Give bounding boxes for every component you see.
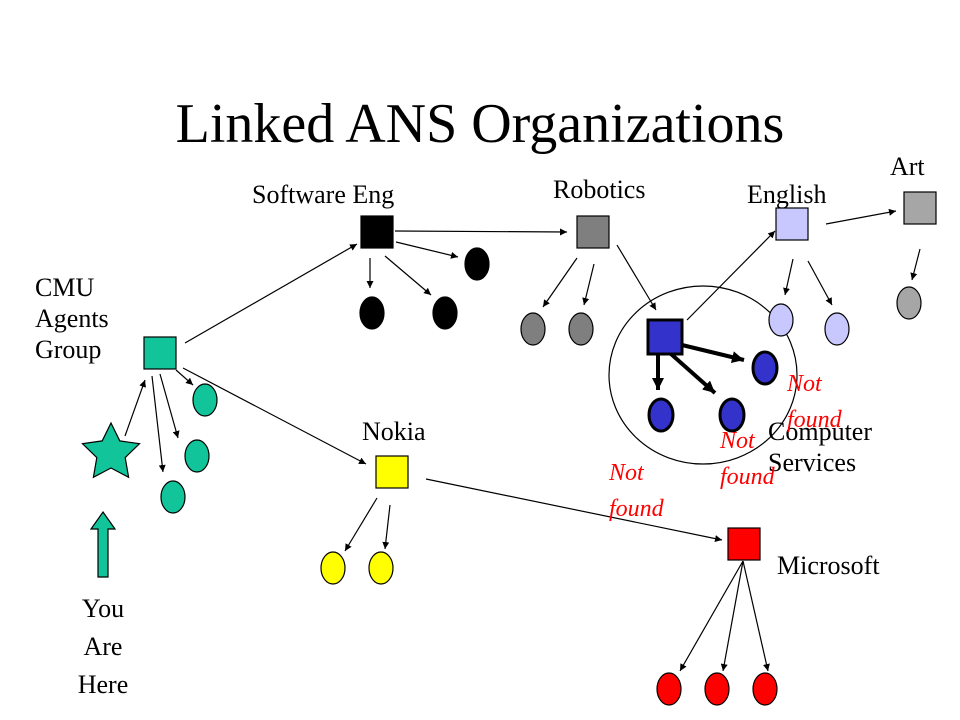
art-member xyxy=(896,286,922,320)
nokia-node xyxy=(375,455,409,489)
arrow-cmu-to-software-eng xyxy=(184,243,358,344)
page-title: Linked ANS Organizations xyxy=(175,93,785,155)
not-found-note: Not found xyxy=(609,455,664,527)
microsoft-member xyxy=(752,672,778,706)
cmu-member xyxy=(192,383,218,417)
arrow-computer-services-to-english xyxy=(686,230,776,321)
cmu-label-line: Group xyxy=(35,335,102,365)
computer-services-label-line: Computer xyxy=(768,417,872,446)
arrow-english-member-1 xyxy=(783,258,794,296)
cmu-member xyxy=(160,480,186,514)
org-nodes xyxy=(143,191,937,561)
not-found-line: Not xyxy=(787,371,822,397)
microsoft-member xyxy=(704,672,730,706)
member-nodes xyxy=(160,247,922,706)
art-node xyxy=(903,191,937,225)
art-label: Art xyxy=(890,152,925,181)
nokia-member xyxy=(368,551,394,585)
robotics-label: Robotics xyxy=(553,175,646,204)
software-eng-node xyxy=(360,215,394,249)
computer-services-ring xyxy=(608,285,798,465)
arrow-microsoft-member-3 xyxy=(742,560,770,672)
arrow-nokia-to-microsoft xyxy=(425,478,723,543)
not-found-note: Not found xyxy=(787,366,842,438)
arrow-cmu-to-nokia xyxy=(182,367,367,465)
you-are-here-line: Here xyxy=(77,670,129,699)
robotics-node xyxy=(576,215,610,249)
arrow-cmu-member-2 xyxy=(159,373,180,439)
arrow-art-member-1 xyxy=(910,248,921,281)
arrow-microsoft-member-2 xyxy=(720,560,744,672)
arrow-robotics-member-1 xyxy=(542,257,578,308)
arrow-robotics-member-2 xyxy=(582,263,595,306)
arrow-software-eng-to-robotics xyxy=(394,228,568,236)
not-found-line: found xyxy=(720,464,775,490)
arrow-nokia-member-2 xyxy=(382,504,391,550)
cmu-node xyxy=(143,336,177,370)
microsoft-member xyxy=(656,672,682,706)
arrow-robotics-to-computer-services xyxy=(616,244,657,311)
nokia-member xyxy=(320,551,346,585)
software-eng-member xyxy=(464,247,490,281)
english-member xyxy=(768,303,794,337)
software-eng-label: Software Eng xyxy=(252,180,395,209)
arrow-english-to-art xyxy=(825,208,897,225)
arrow-english-member-2 xyxy=(807,260,833,306)
robotics-member xyxy=(520,312,546,346)
computer-services-label-line: Services xyxy=(768,448,857,478)
org-links xyxy=(124,208,897,543)
arrow-cmu-member-3 xyxy=(151,375,166,473)
nokia-label: Nokia xyxy=(362,417,426,446)
computer-services-label: Computer Services xyxy=(768,416,872,478)
not-found-line: Not xyxy=(720,428,755,454)
cmu-label-line: Agents xyxy=(35,304,109,334)
microsoft-label: Microsoft xyxy=(777,551,880,580)
cmu-label-line: CMU xyxy=(35,273,95,302)
not-found-line: Not xyxy=(609,460,644,486)
you-are-here-line: You xyxy=(81,594,125,623)
not-found-note: Not found xyxy=(720,423,775,495)
arrow-cmu-member-1 xyxy=(175,369,194,386)
arrow-software-eng-member-1 xyxy=(395,241,459,259)
cmu-member xyxy=(184,439,210,473)
up-arrow-icon xyxy=(89,510,117,578)
member-links xyxy=(151,241,921,672)
computer-services-member xyxy=(647,397,675,433)
computer-services-node xyxy=(646,318,684,356)
arrow-you-to-cmu xyxy=(124,379,146,437)
english-node xyxy=(775,207,809,241)
arrow-computer-services-member-3 xyxy=(669,352,717,395)
computer-services-member xyxy=(718,397,746,433)
arrow-nokia-member-1 xyxy=(344,497,378,552)
cmu-agents-group-label: CMU Agents Group xyxy=(35,272,109,366)
star-icon xyxy=(81,421,141,479)
software-eng-member xyxy=(432,296,458,330)
english-label: English xyxy=(747,180,827,209)
not-found-line: found xyxy=(609,496,664,522)
you-are-here-line: Are xyxy=(83,632,123,661)
microsoft-node xyxy=(727,527,761,561)
computer-services-member xyxy=(751,350,779,386)
you-are-here-label: You Are Here xyxy=(60,590,146,704)
robotics-member xyxy=(568,312,594,346)
software-eng-member xyxy=(359,296,385,330)
not-found-line: found xyxy=(787,407,842,433)
arrow-microsoft-member-1 xyxy=(679,560,744,672)
arrow-computer-services-member-1 xyxy=(681,343,745,364)
computer-services-links xyxy=(652,343,745,395)
english-member xyxy=(824,312,850,346)
arrow-software-eng-member-3 xyxy=(384,255,432,296)
